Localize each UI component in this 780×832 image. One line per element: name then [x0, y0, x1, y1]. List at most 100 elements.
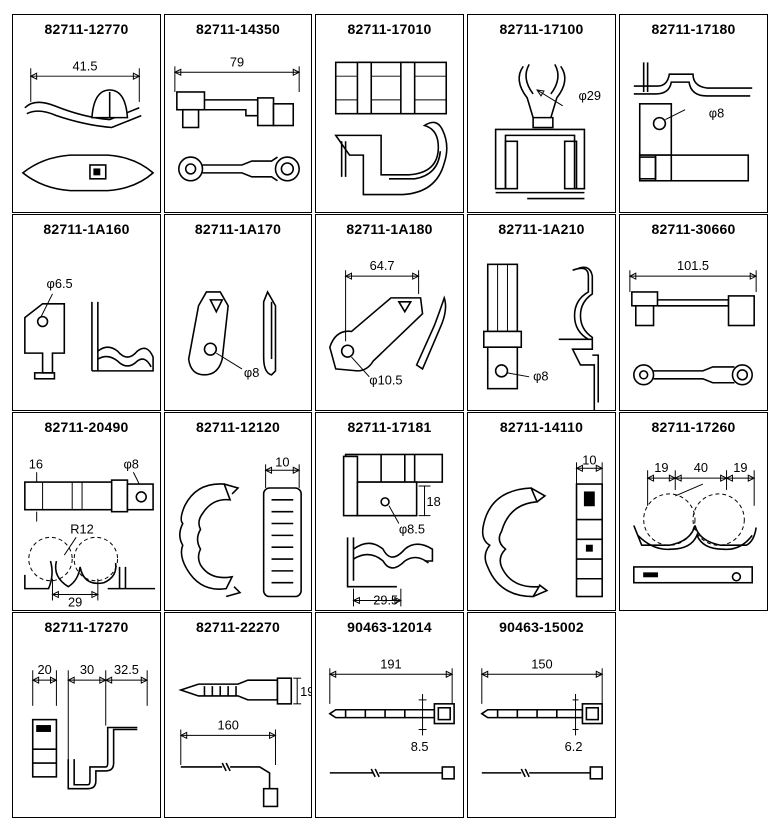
dimension-label: φ8 — [123, 456, 138, 471]
part-drawing: 64.7 φ10.5 — [328, 258, 447, 388]
dimension-label: 30 — [80, 662, 94, 677]
part-drawing: 10 — [179, 454, 302, 598]
part-drawing: φ29 — [494, 63, 601, 200]
dimension-label: 6.2 — [565, 739, 583, 754]
part-drawing-frame: φ8 — [619, 42, 768, 213]
part-number: 90463-12014 — [315, 612, 464, 640]
part-drawing-frame — [315, 42, 464, 213]
dimension-label: φ6.5 — [47, 276, 73, 291]
part-cell-82711-22270: 82711-22270 19 160 — [162, 612, 314, 820]
part-number: 82711-1A170 — [164, 214, 312, 242]
part-drawing-frame: 10 — [164, 440, 312, 611]
dimension-label: 19 — [300, 684, 311, 699]
part-number: 82711-1A210 — [467, 214, 616, 242]
part-cell-82711-17180: 82711-17180 φ8 — [617, 14, 770, 215]
part-cell-82711-12120: 82711-12120 10 — [162, 412, 314, 613]
part-drawing: φ8 — [633, 62, 753, 182]
part-drawing — [334, 61, 448, 196]
part-cell-82711-1A180: 82711-1A180 64.7 φ10.5 — [313, 214, 466, 413]
part-cell-82711-30660: 82711-30660 101.5 — [617, 214, 770, 413]
part-drawing: φ8 — [482, 263, 600, 410]
dimension-label: 32.5 — [114, 662, 139, 677]
dimension-label: 41.5 — [73, 58, 98, 73]
part-cell-82711-12770: 82711-12770 41.5 — [10, 14, 163, 215]
part-cell-82711-14110: 82711-14110 10 — [465, 412, 618, 613]
part-drawing: 191 8.5 — [328, 656, 455, 780]
part-cell-82711-1A210: 82711-1A210 φ8 — [465, 214, 618, 413]
part-drawing-frame: 191 8.5 — [315, 640, 464, 818]
part-drawing: 79 — [173, 54, 301, 182]
part-drawing-frame: 79 — [164, 42, 312, 213]
part-drawing-frame: 10 — [467, 440, 616, 611]
dimension-label: φ8 — [709, 106, 724, 121]
dimension-label: 29.5 — [373, 592, 398, 607]
part-number: 82711-17270 — [12, 612, 161, 640]
dimension-label: φ8 — [533, 369, 548, 384]
part-number: 90463-15002 — [467, 612, 616, 640]
dimension-label: 160 — [217, 717, 238, 732]
part-drawing-frame: 150 6.2 — [467, 640, 616, 818]
part-cell-90463-15002: 90463-15002 150 6.2 — [465, 612, 618, 820]
dimension-label: 8.5 — [411, 739, 429, 754]
part-number: 82711-17180 — [619, 14, 768, 42]
part-cell-82711-17010: 82711-17010 — [313, 14, 466, 215]
dimension-label: R12 — [70, 521, 94, 536]
dimension-label: 29 — [68, 594, 82, 609]
part-drawing: 19 40 19 — [633, 460, 757, 584]
part-drawing: 101.5 — [628, 258, 758, 386]
part-drawing-frame: 19 160 — [164, 640, 312, 818]
part-drawing-frame: 19 40 19 — [619, 440, 768, 611]
part-drawing-frame: 101.5 — [619, 242, 768, 411]
part-drawing-frame: φ8 — [467, 242, 616, 411]
part-number: 82711-17181 — [315, 412, 464, 440]
part-drawing: 19 160 — [178, 677, 311, 808]
dimension-label: 64.7 — [370, 258, 395, 273]
part-cell-82711-1A160: 82711-1A160 φ6.5 — [10, 214, 163, 413]
part-drawing: 20 30 32.5 — [31, 662, 149, 790]
dimension-label: 10 — [275, 454, 289, 469]
part-number: 82711-1A160 — [12, 214, 161, 242]
dimension-label: 16 — [29, 456, 43, 471]
dimension-label: 19 — [733, 460, 747, 475]
part-number: 82711-20490 — [12, 412, 161, 440]
part-number: 82711-12770 — [12, 14, 161, 42]
part-drawing: φ8 — [187, 290, 277, 380]
part-number: 82711-30660 — [619, 214, 768, 242]
part-drawing-frame: 18 φ8.5 29.5 — [315, 440, 464, 611]
dimension-label: φ10.5 — [369, 373, 402, 388]
part-cell-82711-20490: 82711-20490 16 φ8 R12 — [10, 412, 163, 613]
dimension-label: φ8 — [244, 365, 259, 380]
part-number: 82711-12120 — [164, 412, 312, 440]
dimension-label: 20 — [37, 662, 51, 677]
dimension-label: 40 — [694, 460, 708, 475]
part-cell-90463-12014: 90463-12014 191 8.5 — [313, 612, 466, 820]
dimension-label: φ29 — [578, 88, 601, 103]
part-drawing: 18 φ8.5 29.5 — [342, 453, 444, 607]
dimension-label: 18 — [426, 494, 440, 509]
part-cell-82711-14350: 82711-14350 79 — [162, 14, 314, 215]
dimension-label: 101.5 — [677, 258, 709, 273]
part-number: 82711-17260 — [619, 412, 768, 440]
part-number: 82711-14350 — [164, 14, 312, 42]
part-drawing-frame: φ6.5 — [12, 242, 161, 411]
part-cell-82711-1A170: 82711-1A170 φ8 — [162, 214, 314, 413]
part-drawing-frame: 41.5 — [12, 42, 161, 213]
part-cell-82711-17260: 82711-17260 19 40 19 — [617, 412, 770, 613]
part-drawing-frame: 20 30 32.5 — [12, 640, 161, 818]
part-cell-82711-17181: 82711-17181 18 φ8.5 — [313, 412, 466, 613]
part-number: 82711-14110 — [467, 412, 616, 440]
part-drawing: 150 6.2 — [480, 656, 604, 780]
part-cell-82711-17270: 82711-17270 20 30 32.5 — [10, 612, 163, 820]
part-drawing-frame: 16 φ8 R12 — [12, 440, 161, 611]
dimension-label: 10 — [582, 452, 596, 467]
part-number: 82711-17010 — [315, 14, 464, 42]
part-drawing-frame: 64.7 φ10.5 — [315, 242, 464, 411]
dimension-label: 19 — [654, 460, 668, 475]
dimension-label: φ8.5 — [399, 521, 425, 536]
dimension-label: 191 — [380, 656, 401, 671]
part-number: 82711-17100 — [467, 14, 616, 42]
part-drawing-frame: φ8 — [164, 242, 312, 411]
dimension-label: 79 — [230, 54, 244, 69]
part-drawing: 10 — [481, 452, 604, 598]
